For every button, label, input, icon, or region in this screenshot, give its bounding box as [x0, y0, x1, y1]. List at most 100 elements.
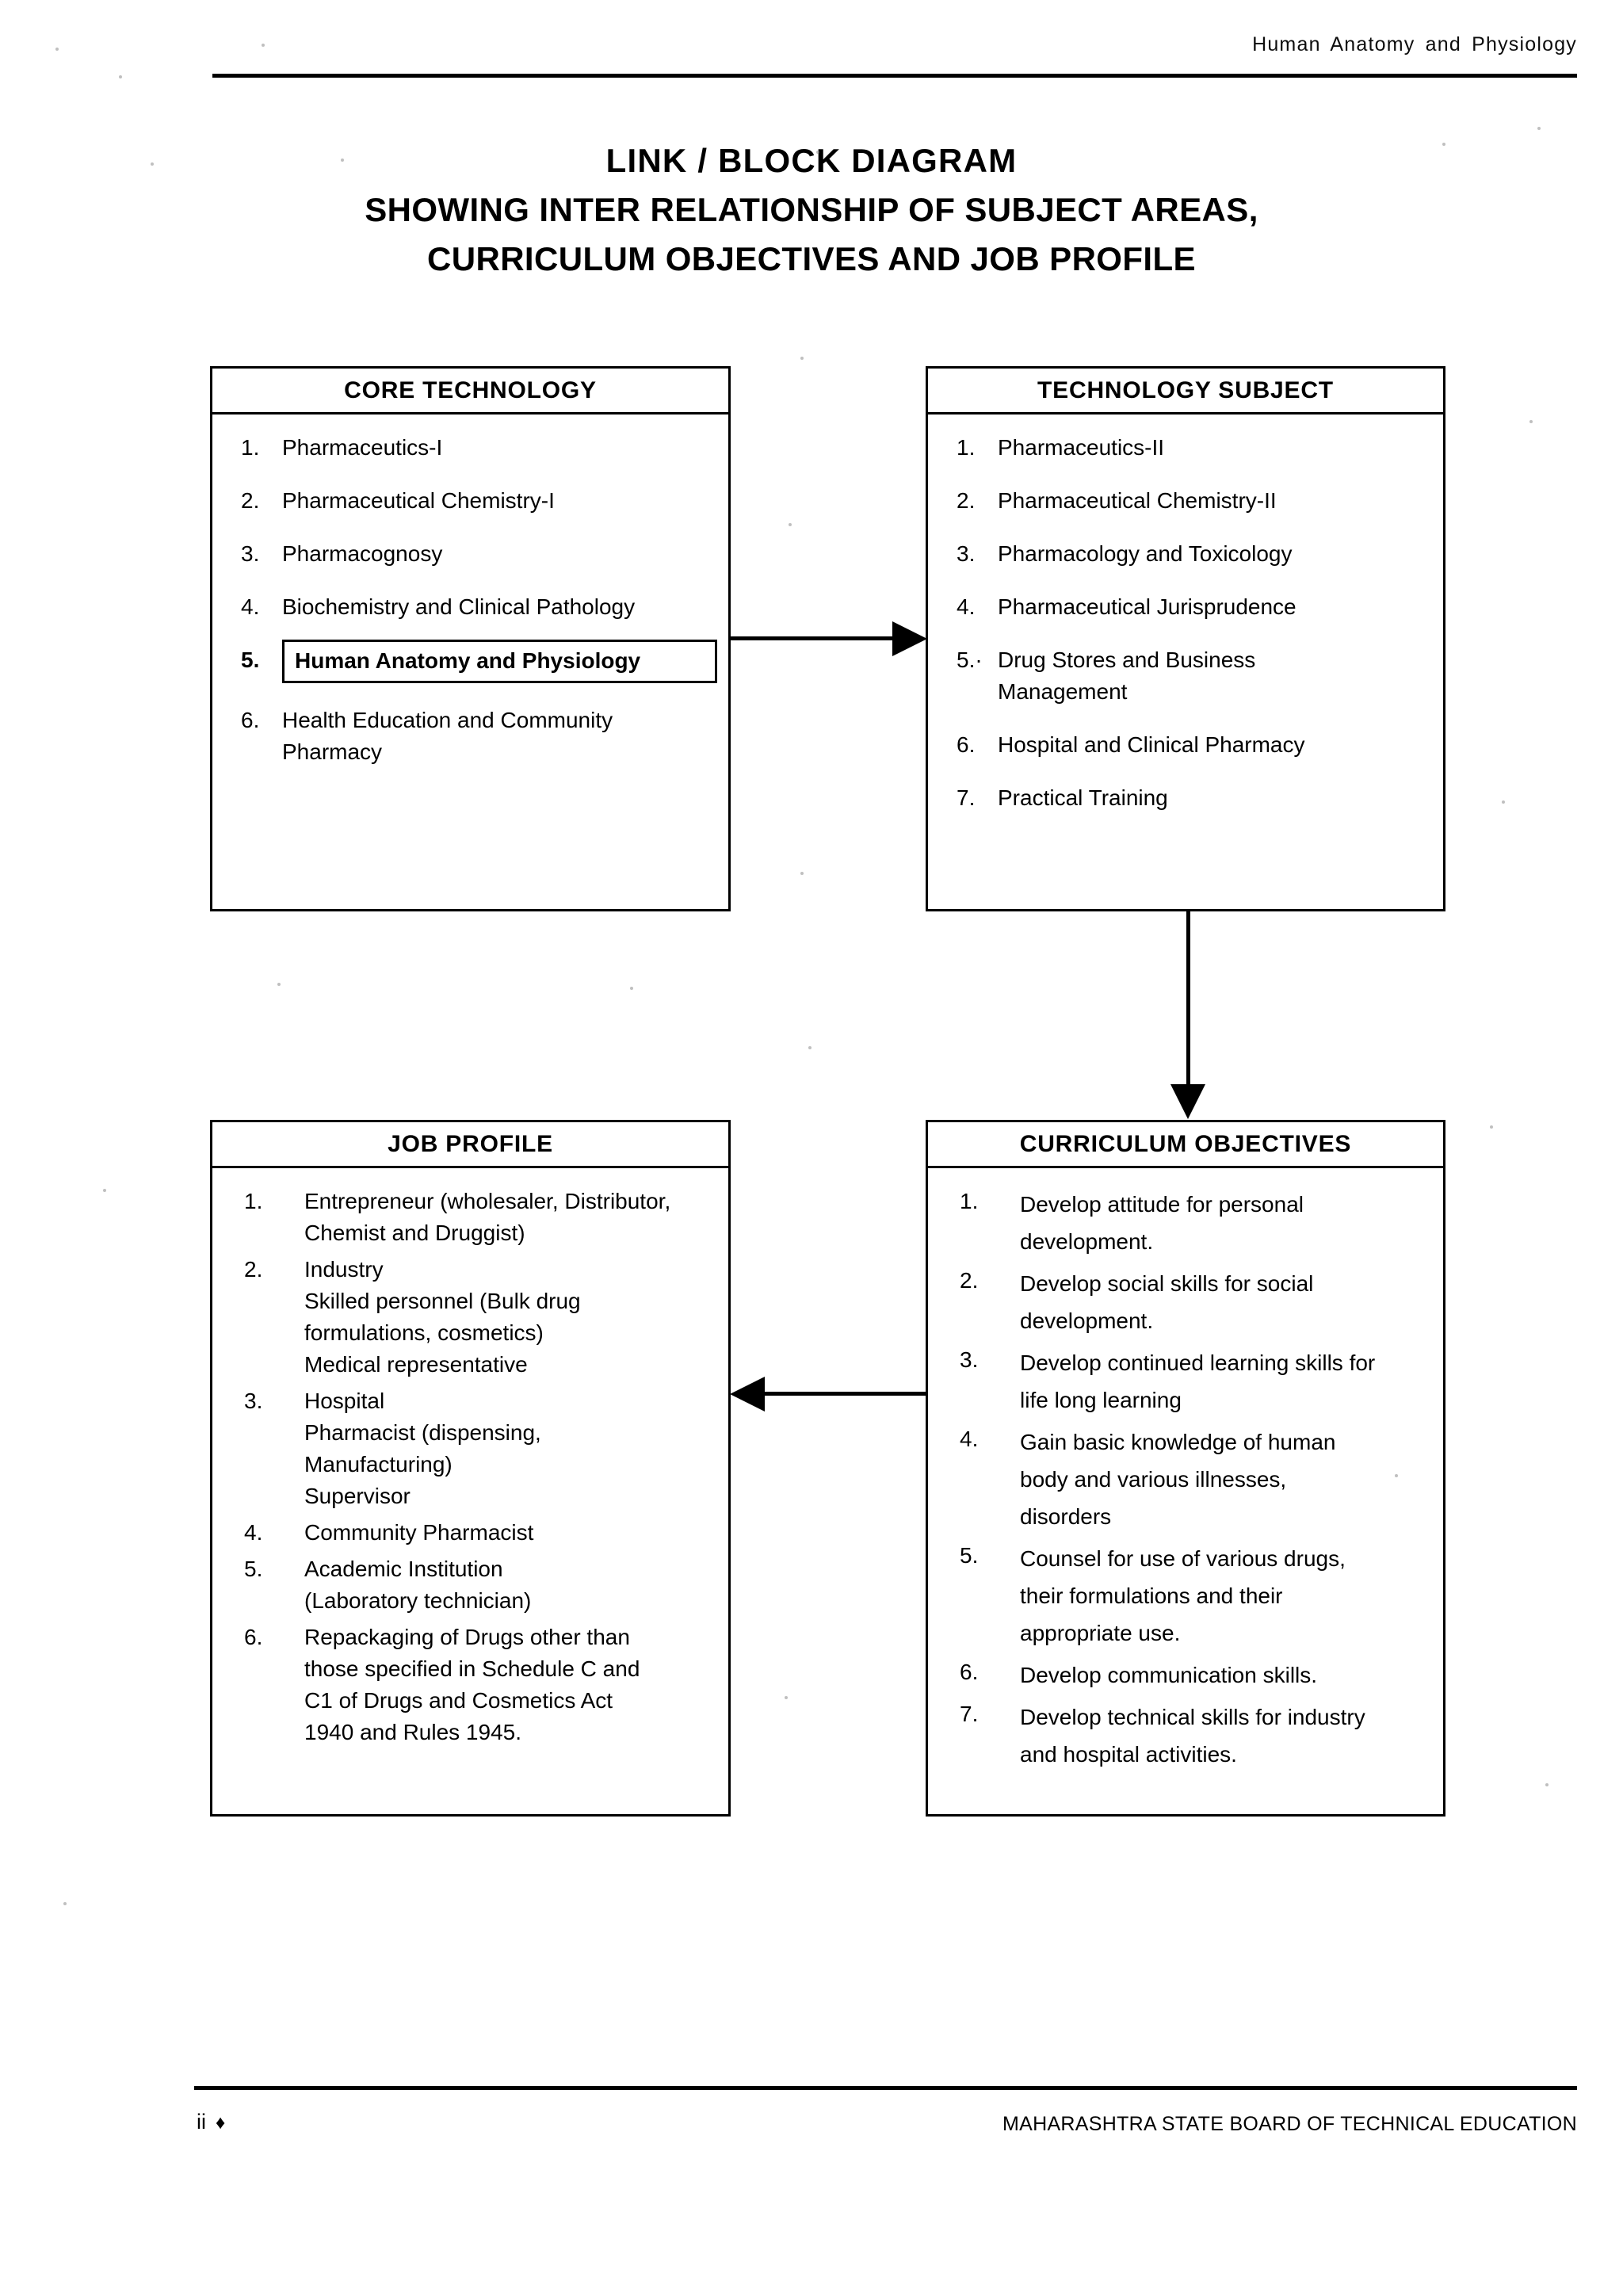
block-job-profile: JOB PROFILE 1. Entrepreneur (wholesaler,…	[210, 1120, 731, 1817]
list-item: 2. Pharmaceutical Chemistry-I	[223, 485, 717, 517]
footer-rule	[194, 2086, 1577, 2090]
arrow-left-icon	[730, 1377, 765, 1412]
list-item-number: 5.·	[957, 648, 983, 672]
scan-speck	[1490, 1125, 1493, 1129]
list-item: 7. Practical Training	[939, 782, 1432, 814]
scan-speck	[1442, 143, 1445, 146]
list-item-number: 2.	[244, 1257, 263, 1282]
list-item: 1. Pharmaceutics-II	[939, 432, 1432, 464]
list-item-line: body and various illnesses,	[1020, 1467, 1287, 1492]
scan-speck	[1395, 1474, 1398, 1477]
list-item-line: C1 of Drugs and Cosmetics Act	[304, 1688, 613, 1713]
list-item: 7. Develop technical skills for industry…	[939, 1698, 1432, 1773]
scan-speck	[816, 151, 819, 154]
scan-speck	[1545, 1783, 1549, 1786]
scan-speck	[262, 44, 265, 47]
block-curriculum-objectives-list: 1. Develop attitude for personal develop…	[928, 1168, 1443, 1786]
list-item-label: Hospital and Clinical Pharmacy	[998, 732, 1305, 757]
list-item-label: Counsel for use of various drugs, their …	[1020, 1540, 1346, 1652]
list-item: 6. Hospital and Clinical Pharmacy	[939, 729, 1432, 761]
footer-page-number: ii♦	[197, 2110, 225, 2134]
list-item-label: Pharmaceutical Chemistry-I	[282, 488, 555, 513]
list-item-number: 6.	[957, 732, 976, 757]
list-item-number: 1.	[241, 435, 260, 460]
list-item-number: 6.	[241, 708, 260, 732]
list-item-number: 3.	[960, 1347, 979, 1372]
list-item-number: 7.	[960, 1702, 979, 1726]
list-item-line: Counsel for use of various drugs,	[1020, 1546, 1346, 1571]
list-item-line: development.	[1020, 1229, 1154, 1254]
list-item-line: appropriate use.	[1020, 1621, 1181, 1645]
list-item: 6. Health Education and Community Pharma…	[223, 705, 717, 768]
list-item-label: Pharmacognosy	[282, 541, 443, 566]
block-curriculum-objectives-heading: CURRICULUM OBJECTIVES	[928, 1122, 1443, 1168]
list-item-number: 7.	[957, 785, 976, 810]
scan-speck	[341, 159, 344, 162]
list-item-label: Pharmaceutical Chemistry-II	[998, 488, 1277, 513]
arrow-right-icon	[892, 621, 927, 656]
arrow-core-to-technology-line	[729, 636, 902, 640]
block-technology-subject-list: 1. Pharmaceutics-II 2. Pharmaceutical Ch…	[928, 415, 1443, 843]
block-core-technology-heading: CORE TECHNOLOGY	[212, 369, 728, 415]
scan-speck	[808, 1046, 812, 1049]
list-item-line: Gain basic knowledge of human	[1020, 1430, 1336, 1454]
list-item-label: Develop social skills for social develop…	[1020, 1265, 1313, 1339]
scan-speck	[63, 1902, 67, 1905]
list-item-line: Develop social skills for social	[1020, 1271, 1314, 1296]
list-item-label: Repackaging of Drugs other than those sp…	[304, 1622, 640, 1748]
block-technology-subject: TECHNOLOGY SUBJECT 1. Pharmaceutics-II 2…	[926, 366, 1445, 911]
list-item-label: Hospital Pharmacist (dispensing, Manufac…	[304, 1385, 541, 1512]
list-item: 3. Hospital Pharmacist (dispensing, Manu…	[223, 1385, 717, 1512]
arrow-curriculum-to-job-line	[765, 1392, 927, 1396]
footer-organization: MAHARASHTRA STATE BOARD OF TECHNICAL EDU…	[1002, 2113, 1577, 2135]
list-item-number: 3.	[241, 541, 260, 566]
list-item-line: those specified in Schedule C and	[304, 1656, 640, 1681]
block-job-profile-heading: JOB PROFILE	[212, 1122, 728, 1168]
list-item: 4. Community Pharmacist	[223, 1517, 717, 1549]
list-item-label: Pharmaceutics-II	[998, 435, 1165, 460]
diamond-icon: ♦	[216, 2112, 226, 2134]
list-item-label: Pharmacology and Toxicology	[998, 541, 1293, 566]
list-item: 4. Gain basic knowledge of human body an…	[939, 1423, 1432, 1535]
scan-speck	[785, 1696, 788, 1699]
list-item-line: Hospital	[304, 1389, 385, 1413]
block-core-technology: CORE TECHNOLOGY 1. Pharmaceutics-I 2. Ph…	[210, 366, 731, 911]
page-title-line-1: LINK / BLOCK DIAGRAM	[605, 142, 1018, 179]
list-item-line: Industry	[304, 1257, 384, 1282]
list-item-number: 4.	[960, 1427, 979, 1451]
list-item-number: 5.	[241, 648, 260, 672]
list-item: 3. Pharmacognosy	[223, 538, 717, 570]
list-item-line: Pharmacist (dispensing,	[304, 1420, 541, 1445]
page-title-line-2: SHOWING INTER RELATIONSHIP OF SUBJECT AR…	[365, 191, 1258, 228]
scan-speck	[1502, 800, 1505, 804]
arrow-technology-to-curriculum-line	[1186, 911, 1190, 1091]
list-item: 3. Pharmacology and Toxicology	[939, 538, 1432, 570]
list-item-line: Supervisor	[304, 1484, 411, 1508]
scan-speck	[103, 1189, 106, 1192]
list-item-label: Develop communication skills.	[1020, 1663, 1318, 1687]
block-curriculum-objectives: CURRICULUM OBJECTIVES 1. Develop attitud…	[926, 1120, 1445, 1817]
list-item-line: Develop attitude for personal	[1020, 1192, 1304, 1217]
list-item: 5. Counsel for use of various drugs, the…	[939, 1540, 1432, 1652]
list-item-label: Pharmaceutical Jurisprudence	[998, 594, 1296, 619]
list-item-line: Manufacturing)	[304, 1452, 453, 1477]
scan-speck	[55, 48, 59, 51]
list-item-number: 6.	[244, 1625, 263, 1649]
scan-speck	[277, 983, 281, 986]
list-item-number: 5.	[244, 1557, 263, 1581]
scan-speck	[789, 523, 792, 526]
list-item-line: (Laboratory technician)	[304, 1588, 532, 1613]
list-item: 2. Industry Skilled personnel (Bulk drug…	[223, 1254, 717, 1381]
list-item-number: 2.	[241, 488, 260, 513]
list-item-line: Develop technical skills for industry	[1020, 1705, 1365, 1729]
list-item: 1. Pharmaceutics-I	[223, 432, 717, 464]
running-header-title: Human Anatomy and Physiology	[1252, 33, 1577, 55]
list-item-line: Drug Stores and Business	[998, 648, 1256, 672]
list-item-number: 5.	[960, 1543, 979, 1568]
scan-speck	[1537, 127, 1541, 130]
list-item: 1. Entrepreneur (wholesaler, Distributor…	[223, 1186, 717, 1249]
list-item-line: their formulations and their	[1020, 1584, 1283, 1608]
list-item-line: Health Education and Community	[282, 708, 613, 732]
highlighted-subject-label: Human Anatomy and Physiology	[282, 640, 717, 683]
list-item-label: Health Education and Community Pharmacy	[282, 705, 613, 768]
